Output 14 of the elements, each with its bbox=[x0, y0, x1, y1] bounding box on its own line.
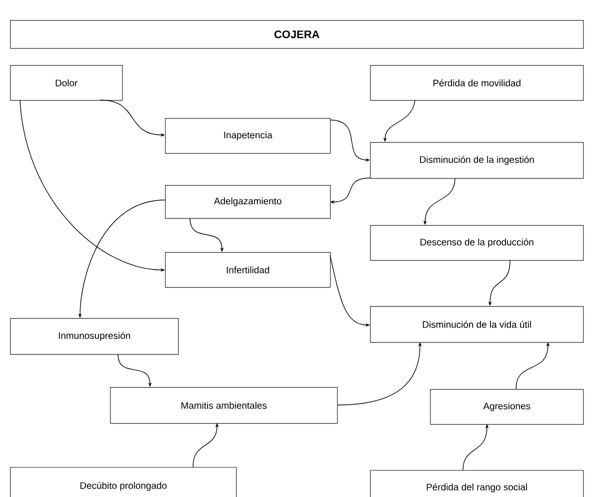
process-box: Decúbito prolongado bbox=[10, 467, 237, 497]
title-box: COJERA bbox=[10, 20, 584, 49]
process-box: Pérdida del rango social bbox=[370, 470, 584, 497]
process-box: Mamitis ambientales bbox=[110, 387, 338, 424]
process-box: Pérdida de movilidad bbox=[370, 65, 584, 101]
process-box: Dolor bbox=[10, 65, 123, 101]
process-box: Agresiones bbox=[430, 389, 584, 425]
process-box: Descenso de la producción bbox=[370, 225, 584, 261]
process-box: Inapetencia bbox=[165, 118, 331, 154]
process-box: Adelgazamiento bbox=[165, 185, 331, 219]
process-box: Disminución de la ingestión bbox=[370, 142, 584, 179]
process-box: Infertilidad bbox=[165, 252, 331, 288]
process-box: Disminución de la vida útil bbox=[370, 306, 584, 343]
process-box: Inmunosupresión bbox=[10, 318, 179, 355]
